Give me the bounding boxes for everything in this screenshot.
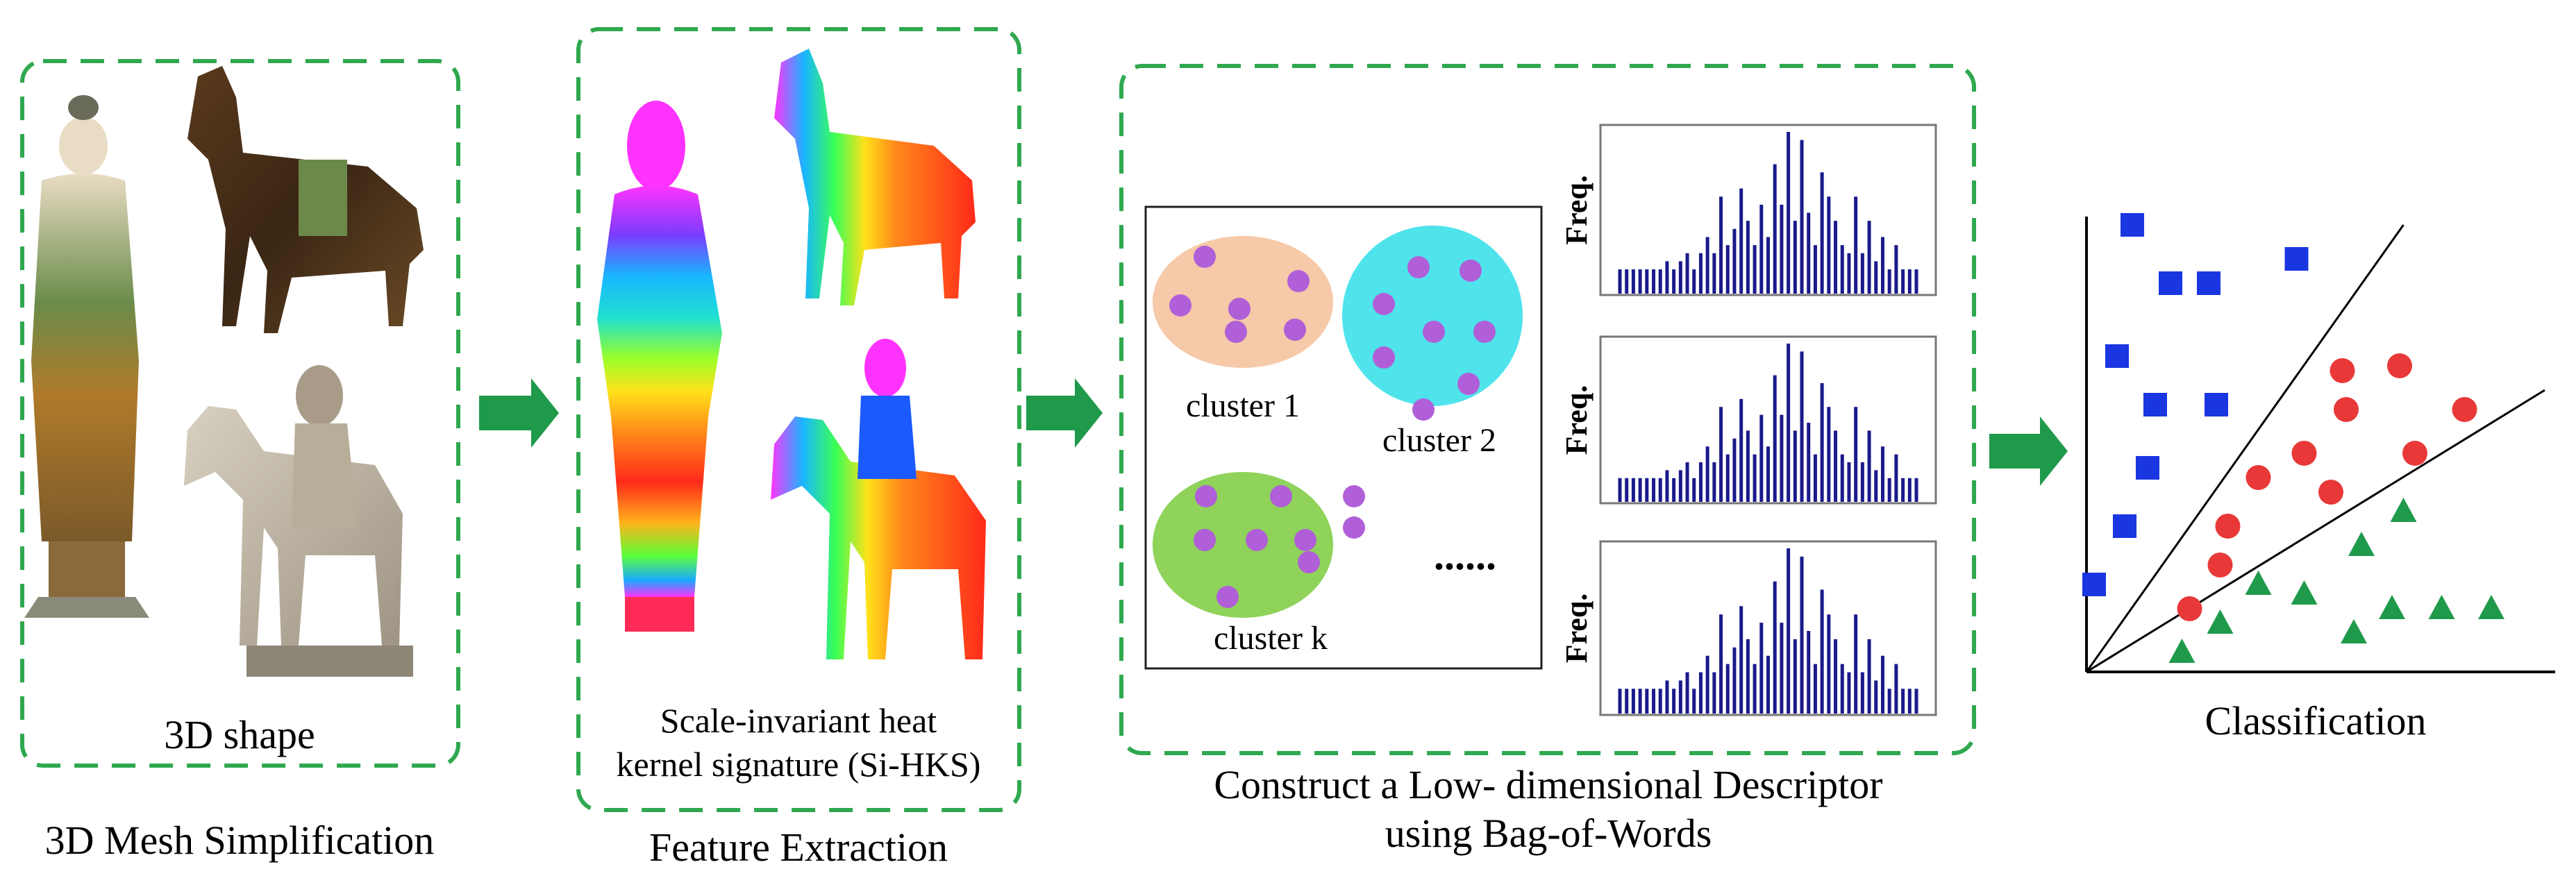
- point-square: [2159, 271, 2182, 295]
- histogram-1: Freq.: [1559, 124, 1937, 296]
- histogram-3: Freq.: [1559, 540, 1937, 716]
- point-square: [2143, 393, 2167, 416]
- point-circle: [2330, 358, 2355, 383]
- point-square: [2113, 514, 2136, 538]
- cluster-2-points: [1373, 256, 1496, 421]
- point-square: [2136, 456, 2159, 480]
- feature-inner-label-line2: kernel signature (Si-HKS): [617, 745, 981, 784]
- feature-caption: Feature Extraction: [649, 825, 948, 870]
- point-triangle: [2428, 595, 2455, 619]
- arrow-icon: [479, 378, 559, 448]
- histogram-2: Freq.: [1559, 335, 1937, 505]
- feature-extraction-stage: Scale-invariant heat kernel signature (S…: [576, 27, 1021, 812]
- mesh-inner-label: 3D shape: [164, 712, 315, 757]
- point-triangle: [2245, 571, 2272, 595]
- cluster-1: cluster 1: [1153, 236, 1333, 424]
- mesh-simplification-stage: 3D shape: [20, 59, 460, 768]
- cluster-label: cluster 1: [1186, 387, 1300, 424]
- classification-stage: Classification: [2082, 213, 2555, 743]
- ellipsis: ......: [1434, 532, 1496, 578]
- figurine-statue-image: [24, 95, 149, 618]
- classification-plot: [2082, 213, 2555, 673]
- hks-figurine-image: [597, 101, 722, 632]
- point-square: [2284, 247, 2309, 271]
- arrow-icon: [1989, 416, 2068, 486]
- hks-horse-rider-image: [771, 339, 986, 659]
- point-triangle: [2379, 595, 2405, 619]
- point-circle: [2334, 397, 2359, 422]
- stone-horse-rider-image: [184, 365, 413, 677]
- point-triangle: [2478, 595, 2504, 619]
- bow-caption-line1: Construct a Low- dimensional Descriptor: [1214, 762, 1882, 807]
- histogram-ylabel: Freq.: [1559, 593, 1594, 664]
- point-square: [2205, 393, 2228, 416]
- point-circle: [2207, 553, 2233, 578]
- point-triangle: [2168, 639, 2196, 663]
- point-circle: [2387, 353, 2412, 378]
- hks-horse-image: [774, 49, 976, 305]
- feature-inner-label-line1: Scale-invariant heat: [660, 701, 937, 740]
- point-triangle: [2291, 580, 2318, 605]
- classification-caption: Classification: [2205, 698, 2427, 743]
- point-circle: [2245, 465, 2271, 490]
- point-triangle: [2348, 532, 2375, 556]
- point-square: [2105, 344, 2129, 368]
- point-circle: [2215, 514, 2241, 539]
- decision-boundary: [2085, 224, 2404, 673]
- point-square: [2121, 213, 2144, 237]
- histogram-ylabel: Freq.: [1559, 175, 1594, 245]
- point-triangle: [2390, 498, 2417, 522]
- point-circle: [2318, 480, 2343, 505]
- cluster-1-points: [1169, 246, 1310, 343]
- cluster-k: cluster k: [1153, 472, 1365, 657]
- histogram-ylabel: Freq.: [1559, 385, 1594, 455]
- bow-caption-line2: using Bag-of-Words: [1385, 811, 1712, 856]
- bag-of-words-stage: cluster 1 cluster 2 cluster k ...: [1119, 64, 1976, 856]
- cluster-label: cluster k: [1214, 620, 1328, 657]
- histograms: Freq. Freq. Freq.: [1559, 124, 1937, 716]
- point-square: [2082, 573, 2106, 596]
- point-circle: [2402, 441, 2427, 466]
- arrow-icon: [1026, 378, 1103, 448]
- point-triangle: [2207, 609, 2234, 634]
- mesh-stage-box: [20, 59, 460, 768]
- point-circle: [2452, 397, 2477, 422]
- bronze-horse-image: [187, 66, 424, 333]
- feature-stage-box: [576, 27, 1021, 812]
- cluster-k-points: [1194, 485, 1365, 608]
- mesh-caption: 3D Mesh Simplification: [45, 818, 435, 863]
- point-circle: [2291, 441, 2317, 466]
- cluster-2: cluster 2: [1342, 226, 1523, 459]
- point-square: [2197, 271, 2220, 295]
- cluster-label: cluster 2: [1382, 422, 1496, 459]
- point-circle: [2177, 596, 2202, 621]
- point-triangle: [2341, 619, 2367, 643]
- bow-stage-box: [1119, 64, 1976, 755]
- decision-boundary: [2086, 389, 2545, 673]
